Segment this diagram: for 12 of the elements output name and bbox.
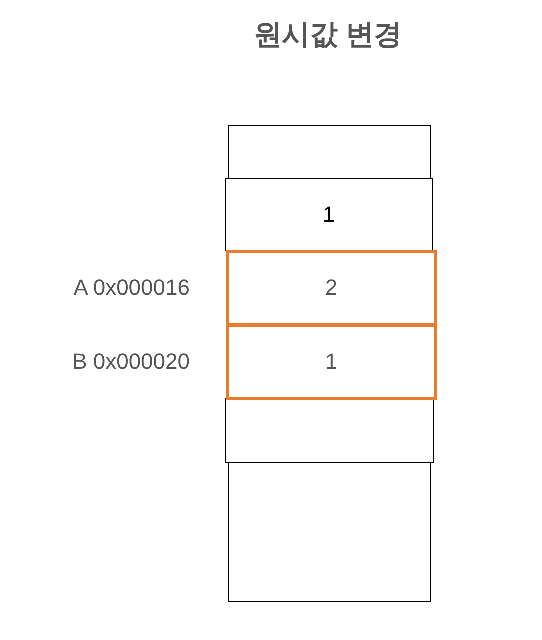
cell-value: 1: [325, 349, 338, 375]
address-label: B 0x000020: [72, 349, 190, 375]
cell-value: 2: [325, 275, 338, 301]
address-label: A 0x000016: [74, 275, 190, 301]
highlighted-memory-cell: [226, 324, 437, 400]
cell-value: 1: [322, 202, 336, 228]
memory-cell: [228, 125, 431, 179]
memory-cell: [225, 178, 433, 251]
title: 원시값 변경: [253, 18, 403, 52]
memory-cell: [225, 398, 434, 463]
highlighted-memory-cell: [226, 250, 437, 326]
memory-cell: [228, 462, 431, 602]
